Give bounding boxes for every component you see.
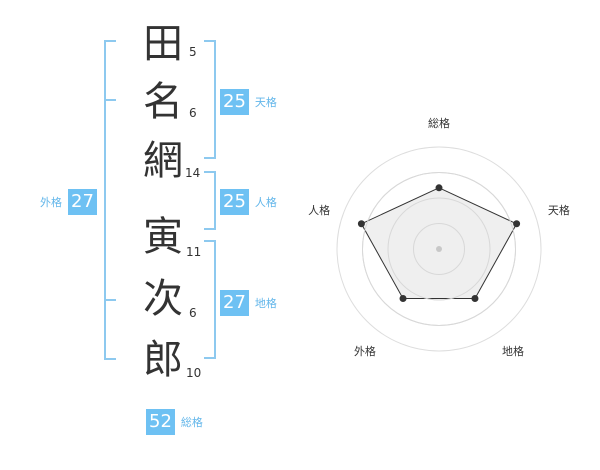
tenkaku-value: 25 [220, 89, 249, 115]
jinkaku-bracket-tick [204, 228, 216, 230]
chikaku-badge: 27 地格 [220, 290, 277, 316]
outer-bracket-line [104, 40, 106, 360]
given-strokes-1: 11 [186, 245, 202, 259]
tenkaku-label: 天格 [254, 96, 277, 109]
surname-char-2: 名 [143, 79, 183, 125]
radar-axis-label-3: 地格 [502, 344, 524, 358]
jinkaku-bracket-line [214, 171, 216, 230]
surname-strokes-3: 14 [185, 166, 201, 180]
surname-strokes-1: 5 [189, 45, 197, 59]
surname-strokes-2: 6 [189, 106, 197, 120]
outer-bracket-tick [104, 40, 116, 42]
chikaku-label: 地格 [254, 297, 277, 310]
radar-center-dot [436, 246, 442, 252]
jinkaku-label: 人格 [254, 196, 277, 209]
tenkaku-bracket-line [214, 40, 216, 159]
tenkaku-bracket-tick [204, 40, 216, 42]
radar-point-5 [357, 220, 365, 228]
tenkaku-badge: 25 天格 [220, 89, 277, 115]
outer-bracket-tick [104, 358, 116, 360]
jinkaku-value: 25 [220, 189, 249, 215]
given-strokes-2: 6 [189, 306, 197, 320]
tenkaku-bracket-tick [204, 157, 216, 159]
given-char-2: 次 [143, 276, 183, 322]
given-strokes-3: 10 [186, 366, 202, 380]
jinkaku-bracket-tick [204, 171, 216, 173]
radar-ring-inner [413, 223, 465, 275]
chikaku-bracket-line [214, 240, 216, 359]
outer-bracket-tick [104, 99, 116, 101]
gaikaku-badge: 外格 27 [40, 189, 97, 215]
radar-ring [336, 146, 542, 352]
radar-point-3 [471, 295, 479, 303]
jinkaku-badge: 25 人格 [220, 189, 277, 215]
radar-axis-label-4: 外格 [354, 344, 376, 358]
radar-axis-label-5: 人格 [308, 203, 330, 217]
gaikaku-value: 27 [68, 189, 97, 215]
radar-ring-inner [362, 172, 516, 326]
radar-ring-inner [387, 197, 491, 301]
outer-bracket-tick [104, 299, 116, 301]
radar-axis-label-1: 総格 [428, 116, 450, 130]
radar-point-2 [513, 220, 521, 228]
gaikaku-label: 外格 [40, 196, 62, 209]
soukaku-value: 52 [146, 409, 175, 435]
chikaku-bracket-tick [204, 357, 216, 359]
chikaku-value: 27 [220, 290, 249, 316]
radar-series-area [360, 187, 518, 299]
soukaku-label: 総格 [180, 416, 203, 429]
chikaku-bracket-tick [204, 240, 216, 242]
surname-char-1: 田 [143, 21, 183, 67]
given-char-3: 郎 [143, 337, 183, 383]
radar-axis-label-2: 天格 [548, 203, 570, 217]
surname-char-3: 網 [143, 138, 183, 184]
radar-point-1 [435, 184, 443, 192]
given-char-1: 寅 [143, 214, 183, 260]
soukaku-badge: 52 総格 [146, 409, 203, 435]
radar-point-4 [399, 295, 407, 303]
